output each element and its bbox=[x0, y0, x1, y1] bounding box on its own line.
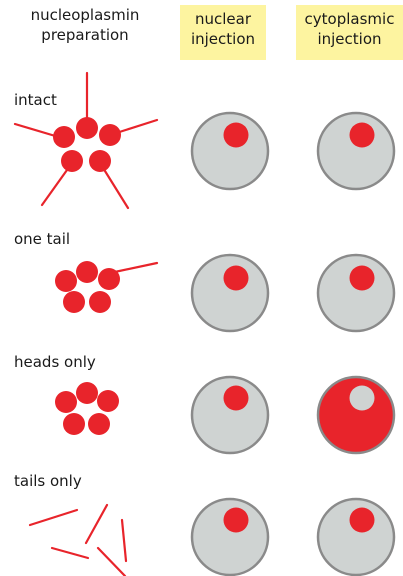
one-tail-head bbox=[98, 268, 120, 290]
nucleus-icon bbox=[223, 507, 249, 533]
heads-only-head bbox=[63, 413, 85, 435]
nucleus-icon bbox=[223, 385, 249, 411]
cell-icon bbox=[316, 497, 396, 576]
intact-head bbox=[89, 150, 111, 172]
one-tail-head bbox=[89, 291, 111, 313]
heads-only-head bbox=[97, 390, 119, 412]
loose-tail bbox=[96, 546, 127, 576]
preparation-column-header: nucleoplasmin preparation bbox=[0, 5, 170, 45]
one-tail-head bbox=[76, 261, 98, 283]
intact-head bbox=[53, 126, 75, 148]
cell-icon bbox=[190, 375, 270, 455]
one-tail-pentamer bbox=[55, 261, 159, 313]
cell-icon bbox=[190, 497, 270, 576]
cell-icon bbox=[190, 253, 270, 333]
nuclear-header-line-1: nuclear bbox=[194, 10, 251, 28]
one-tail-head bbox=[63, 291, 85, 313]
preparation-header-line-2: preparation bbox=[41, 26, 129, 44]
intact-head bbox=[76, 117, 98, 139]
nuclear-header-line-2: injection bbox=[190, 30, 256, 48]
loose-tail bbox=[120, 518, 128, 563]
heads-only-pentamer bbox=[55, 382, 119, 435]
nuclear-cell-one-tail bbox=[190, 253, 270, 333]
cell-icon bbox=[316, 253, 396, 333]
loose-tail bbox=[84, 503, 109, 545]
row-label-tails-only: tails only bbox=[14, 472, 82, 490]
intact-pentamer bbox=[13, 71, 159, 210]
loose-tail bbox=[28, 508, 79, 527]
cytoplasmic-cell-intact bbox=[316, 111, 396, 191]
one-tail-tail bbox=[108, 261, 159, 275]
cytoplasmic-cell-tails-only bbox=[316, 497, 396, 576]
nuclear-injection-header: nuclear injection bbox=[180, 5, 266, 60]
cytoplasmic-header-line-2: injection bbox=[317, 30, 382, 48]
nuclear-cell-intact bbox=[190, 111, 270, 191]
one-tail-head bbox=[55, 270, 77, 292]
intact-head bbox=[99, 124, 121, 146]
cell-icon bbox=[316, 111, 396, 191]
nucleus-icon bbox=[349, 122, 375, 148]
heads-only-head bbox=[76, 382, 98, 404]
intact-head bbox=[61, 150, 83, 172]
nucleus-icon bbox=[223, 265, 249, 291]
heads-only-head bbox=[88, 413, 110, 435]
cytoplasmic-injection-header: cytoplasmic injection bbox=[296, 5, 403, 60]
cytoplasmic-cell-heads-only bbox=[316, 375, 396, 455]
cytoplasmic-header-line-1: cytoplasmic bbox=[304, 10, 395, 28]
row-label-one-tail: one tail bbox=[14, 230, 71, 248]
nucleus-icon bbox=[349, 265, 375, 291]
row-label-heads-only: heads only bbox=[14, 353, 96, 371]
row-label-intact: intact bbox=[14, 91, 57, 109]
nuclear-cell-heads-only bbox=[190, 375, 270, 455]
loose-tail bbox=[50, 546, 90, 560]
cell-icon bbox=[316, 375, 396, 455]
preparation-header-line-1: nucleoplasmin bbox=[30, 6, 140, 24]
nucleus-icon bbox=[349, 385, 375, 411]
heads-only-head bbox=[55, 391, 77, 413]
nuclear-cell-tails-only bbox=[190, 497, 270, 576]
cell-icon bbox=[190, 111, 270, 191]
nucleus-icon bbox=[223, 122, 249, 148]
cytoplasmic-cell-one-tail bbox=[316, 253, 396, 333]
tails-only-fragments bbox=[28, 503, 128, 576]
nucleus-icon bbox=[349, 507, 375, 533]
